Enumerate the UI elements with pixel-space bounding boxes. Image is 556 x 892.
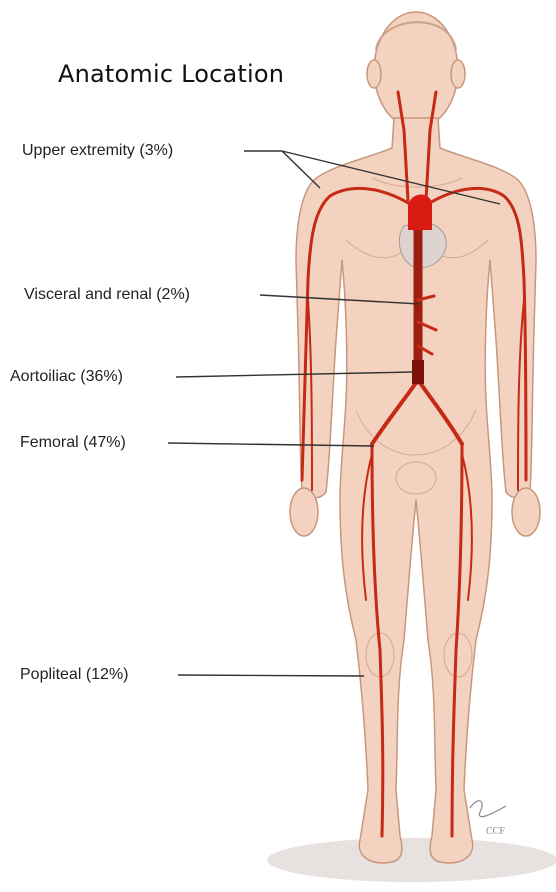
label-visceral-renal: Visceral and renal (2%) <box>24 286 190 304</box>
artist-signature: CCF <box>470 801 506 837</box>
right-hand <box>290 488 318 536</box>
label-popliteal: Popliteal (12%) <box>20 666 129 684</box>
page-title: Anatomic Location <box>58 60 284 88</box>
aortoiliac-segment <box>412 360 424 384</box>
body-silhouette <box>290 12 540 863</box>
aortic-arch <box>408 194 432 230</box>
label-aortoiliac: Aortoiliac (36%) <box>10 368 123 386</box>
left-ear <box>367 60 381 88</box>
svg-text:CCF: CCF <box>486 826 505 837</box>
label-upper-extremity: Upper extremity (3%) <box>22 142 173 160</box>
floor-shadow <box>267 838 556 882</box>
right-ear <box>451 60 465 88</box>
label-femoral: Femoral (47%) <box>20 434 126 452</box>
head <box>374 12 458 128</box>
left-hand <box>512 488 540 536</box>
leader-popliteal <box>178 675 364 676</box>
